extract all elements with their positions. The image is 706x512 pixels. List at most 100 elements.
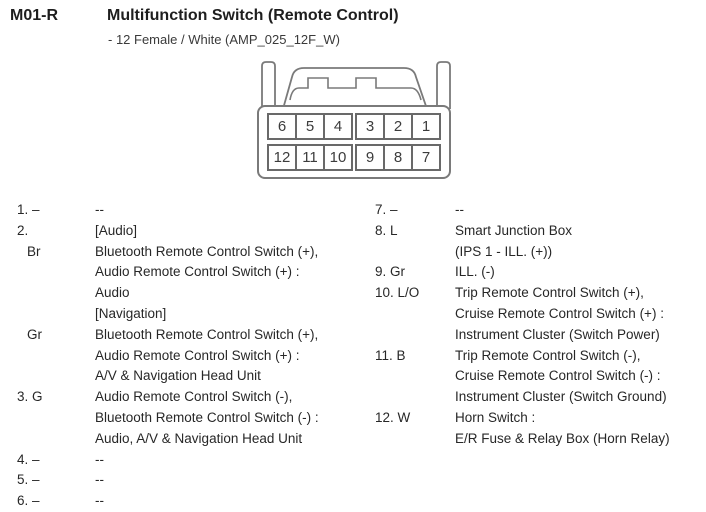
pin-description: Bluetooth Remote Control Switch (+), <box>95 243 319 259</box>
pin-label <box>375 366 455 387</box>
pin-row: 4. – -- <box>17 450 367 471</box>
pin-row: Instrument Cluster (Switch Power) <box>375 325 705 346</box>
pin-description: Cruise Remote Control Switch (+) : <box>455 305 664 321</box>
pin-description: -- <box>95 451 104 467</box>
connector-housing-drawing <box>261 61 451 109</box>
pin-row: 9. Gr ILL. (-) <box>375 262 705 283</box>
pin-label <box>17 304 95 325</box>
pin-description: Audio, A/V & Navigation Head Unit <box>95 430 303 446</box>
pin-description: ILL. (-) <box>455 264 495 280</box>
pin-row: Audio <box>17 283 367 304</box>
pin-label <box>375 304 455 325</box>
pin-row: Instrument Cluster (Switch Ground) <box>375 387 705 408</box>
pin-cell: 6 <box>267 113 297 140</box>
pin-description: Audio Remote Control Switch (+) : <box>95 264 300 280</box>
pin-row: 1. – -- <box>17 200 367 221</box>
pin-description: Bluetooth Remote Control Switch (-) : <box>95 409 319 425</box>
pin-row: Audio, A/V & Navigation Head Unit <box>17 429 367 450</box>
pin-description: Horn Switch : <box>455 409 536 425</box>
pin-label: 9. Gr <box>375 264 406 280</box>
latch-crenel-line <box>289 77 422 101</box>
pin-row: 2. [Audio] <box>17 221 367 242</box>
pin-cell: 4 <box>323 113 353 140</box>
pin-row: 3. G Audio Remote Control Switch (-), <box>17 387 367 408</box>
pin-cell: 12 <box>267 144 297 171</box>
pin-label: 10. L/O <box>375 285 420 301</box>
pin-label: 6. – <box>17 493 40 509</box>
pin-row: Gr Bluetooth Remote Control Switch (+), <box>17 325 367 346</box>
pin-description: Audio Remote Control Switch (+) : <box>95 347 300 363</box>
pin-label: 11. B <box>375 347 406 363</box>
pin-description: (IPS 1 - ILL. (+)) <box>455 243 553 259</box>
pin-cell: 3 <box>355 113 385 140</box>
pin-row: Bluetooth Remote Control Switch (-) : <box>17 408 367 429</box>
pin-description: E/R Fuse & Relay Box (Horn Relay) <box>455 430 670 446</box>
pin-description: Smart Junction Box <box>455 222 573 238</box>
pin-label: 1. – <box>17 202 40 217</box>
pin-description: Audio <box>95 285 130 301</box>
pin-label <box>17 408 95 429</box>
pin-row: 7. – -- <box>375 200 705 221</box>
pin-list-right: 7. – -- 8. L Smart Junction Box (IPS 1 - ILL… <box>375 200 705 450</box>
pin-label <box>17 262 95 283</box>
pin-row: Cruise Remote Control Switch (-) : <box>375 366 705 387</box>
pin-row: Cruise Remote Control Switch (+) : <box>375 304 705 325</box>
pin-description: Cruise Remote Control Switch (-) : <box>455 368 661 384</box>
pin-label: 2. <box>17 222 29 238</box>
pin-cell: 11 <box>295 144 325 171</box>
pin-label: 4. – <box>17 451 40 467</box>
pin-row: 10. L/O Trip Remote Control Switch (+), <box>375 283 705 304</box>
pin-cell: 5 <box>295 113 325 140</box>
pin-description: -- <box>455 202 464 217</box>
pin-label <box>17 366 95 387</box>
pin-description: -- <box>95 472 104 488</box>
pin-label <box>17 283 95 304</box>
pin-label: 7. – <box>375 202 398 217</box>
connector-id: M01-R <box>10 7 59 24</box>
pin-row: A/V & Navigation Head Unit <box>17 366 367 387</box>
pin-description: [Navigation] <box>95 305 167 321</box>
pin-cell: 8 <box>383 144 413 171</box>
pin-row: E/R Fuse & Relay Box (Horn Relay) <box>375 429 705 450</box>
pin-row: 5. – -- <box>17 470 367 491</box>
pin-description: A/V & Navigation Head Unit <box>95 368 261 384</box>
pin-label <box>375 325 455 346</box>
left-prong-shape <box>261 61 276 109</box>
pin-label <box>375 242 455 263</box>
pin-label: 3. G <box>17 389 43 405</box>
pin-label: Gr <box>27 326 42 342</box>
pin-row: Audio Remote Control Switch (+) : <box>17 262 367 283</box>
pin-cell: 9 <box>355 144 385 171</box>
pin-row: 6. – -- <box>17 491 367 512</box>
pin-description: [Audio] <box>95 222 138 238</box>
pin-row: Audio Remote Control Switch (+) : <box>17 346 367 367</box>
pin-label <box>17 429 95 450</box>
connector-spec: - 12 Female / White (AMP_025_12F_W) <box>108 32 340 47</box>
pin-description: Instrument Cluster (Switch Power) <box>455 326 660 342</box>
pin-row: (IPS 1 - ILL. (+)) <box>375 242 705 263</box>
pin-cell: 2 <box>383 113 413 140</box>
pin-cell: 1 <box>411 113 441 140</box>
pin-description: -- <box>95 202 104 217</box>
pin-description: Audio Remote Control Switch (-), <box>95 389 293 405</box>
page-title: Multifunction Switch (Remote Control) <box>107 7 399 24</box>
pin-description: Instrument Cluster (Switch Ground) <box>455 389 667 405</box>
pin-label <box>17 346 95 367</box>
pin-label <box>375 387 455 408</box>
pin-description: Trip Remote Control Switch (-), <box>455 347 641 363</box>
pin-label: 8. L <box>375 222 398 238</box>
pin-description: -- <box>95 493 104 509</box>
pin-description: Bluetooth Remote Control Switch (+), <box>95 326 319 342</box>
pin-row: 8. L Smart Junction Box <box>375 221 705 242</box>
pin-description: Trip Remote Control Switch (+), <box>455 285 644 301</box>
right-prong-shape <box>436 61 451 109</box>
pin-label: 5. – <box>17 472 40 488</box>
